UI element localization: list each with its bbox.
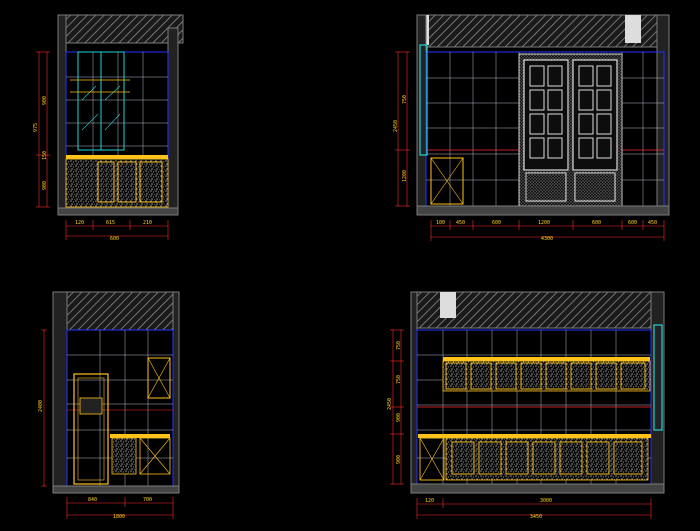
dim-b-bottom-5: 600 [628, 220, 637, 226]
dim-a-left-1: 975 [33, 123, 39, 132]
wall-left [52, 291, 68, 493]
glass-edge [419, 44, 428, 156]
base-cabinet-doors [97, 161, 163, 203]
left-dimension-line [395, 51, 410, 207]
dim-b-bottom-2: 600 [492, 220, 501, 226]
dim-a-left-3: 900 [42, 181, 48, 190]
dim-d-left-2: 900 [396, 413, 402, 422]
dim-d-bottom-1: 3000 [540, 498, 552, 504]
dim-c-bottom-0: 840 [88, 497, 97, 503]
side-cabinet [430, 157, 464, 205]
bottom-dimension-line [66, 497, 174, 519]
dim-d-left-0: 750 [396, 341, 402, 350]
floor-slab [416, 205, 670, 216]
dim-b-bottom-total: 4300 [541, 236, 553, 242]
wall-right [656, 14, 670, 216]
beam-right [625, 15, 641, 43]
elevation-c: 840 700 1800 2400 [38, 291, 180, 520]
dim-d-bottom-total: 3450 [530, 514, 542, 520]
wall-left [57, 14, 67, 216]
dim-b-bottom-6: 450 [648, 220, 657, 226]
floor-slab [52, 485, 180, 494]
double-door [518, 53, 623, 207]
glass-cabinet [70, 51, 130, 151]
dim-b-bottom-1: 450 [456, 220, 465, 226]
wall-right [172, 291, 180, 493]
dim-a-left-0: 900 [42, 96, 48, 105]
beam-left [440, 292, 456, 318]
ceiling-slab [57, 14, 184, 44]
dim-b-left-1: 1200 [402, 170, 408, 182]
lower-cabinet-row [418, 434, 651, 481]
dim-b-bottom-3: 1200 [538, 220, 550, 226]
bottom-dimension-line [430, 220, 665, 241]
dim-d-left-3: 900 [396, 455, 402, 464]
dim-c-bottom-total: 1800 [113, 514, 125, 520]
dim-b-left-0: 750 [402, 95, 408, 104]
dim-a-bottom-2: 210 [143, 220, 152, 226]
base-cabinet [65, 158, 169, 208]
floor-slab [57, 207, 179, 216]
wall-right [167, 27, 179, 216]
ceiling-slab [52, 291, 180, 331]
counter-top [66, 155, 168, 159]
left-dimension-line [390, 329, 404, 485]
floor-slab [410, 483, 665, 494]
tile-grid [66, 52, 168, 155]
wall-left [410, 291, 418, 493]
left-dimension-line [41, 329, 47, 487]
dim-c-left-total: 2400 [38, 400, 44, 412]
glass-edge [653, 324, 663, 431]
dim-a-bottom-1: 615 [106, 220, 115, 226]
elevation-b: 100 450 600 1200 600 600 450 4300 750 12… [393, 14, 670, 242]
bottom-dimension-line [416, 498, 652, 519]
dim-b-bottom-0: 100 [436, 220, 445, 226]
bottom-dimension-line [65, 220, 169, 240]
elevation-d: 120 3000 3450 750 750 900 900 2450 [387, 291, 665, 520]
base-cabinet [110, 434, 171, 475]
dim-a-bottom-0: 120 [75, 220, 84, 226]
dim-d-bottom-0: 120 [425, 498, 434, 504]
wall-cabinet [147, 357, 171, 399]
left-dimension-line [36, 51, 50, 208]
upper-cabinet-row [442, 357, 651, 392]
dim-a-left-2: 150 [42, 151, 48, 160]
dim-b-bottom-4: 600 [592, 220, 601, 226]
elevation-a: 120 615 210 600 900 975 150 900 [33, 14, 184, 242]
dim-d-left-total: 2450 [387, 398, 393, 410]
tall-cabinet [73, 373, 109, 485]
dim-d-left-1: 750 [396, 375, 402, 384]
dim-a-bottom-total: 600 [110, 236, 119, 242]
dim-c-bottom-1: 700 [143, 497, 152, 503]
dim-b-left-total: 2450 [393, 120, 399, 132]
